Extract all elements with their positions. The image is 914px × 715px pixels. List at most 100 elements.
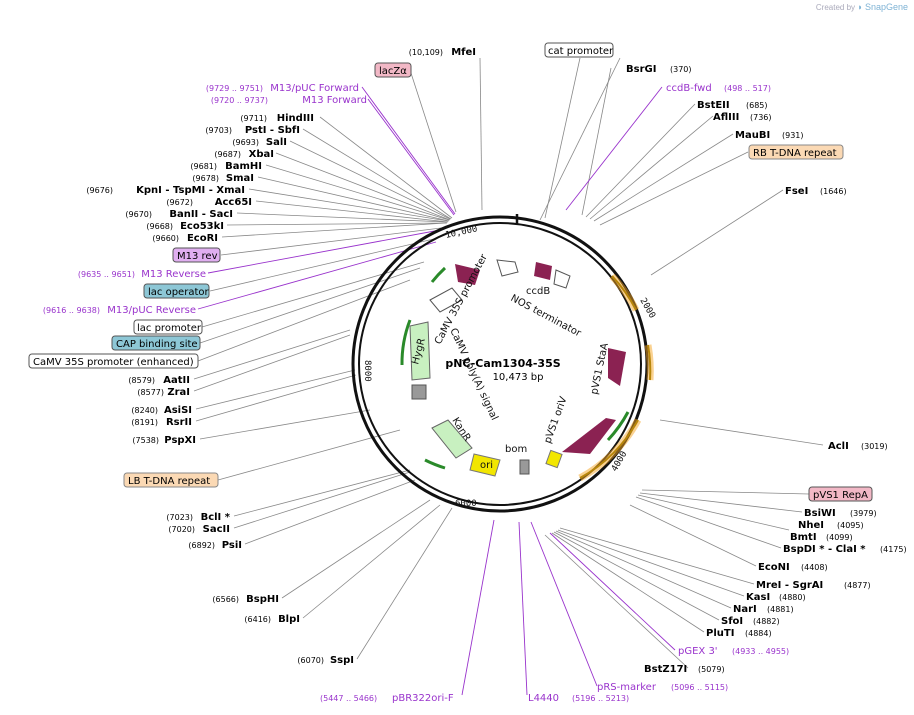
enzyme-sspi[interactable]: (6070)SspI xyxy=(297,655,354,666)
tick-8000: 8000 xyxy=(362,360,372,382)
credit-brand: SnapGene xyxy=(864,2,908,12)
enzyme-pluti-position: (4884) xyxy=(745,629,772,638)
feature-lac-promoter-label: lac promoter xyxy=(137,323,202,334)
enzyme-bsteii[interactable]: BstEII(685) xyxy=(697,100,768,111)
enzyme-mrei-sgrai[interactable]: MreI - SgrAI(4877) xyxy=(756,580,871,591)
enzyme-asisi[interactable]: (8240)AsiSI xyxy=(131,405,192,416)
primer-prs-marker[interactable]: pRS-marker(5096 .. 5115) xyxy=(597,682,728,693)
enzyme-smai[interactable]: (9678)SmaI xyxy=(192,173,254,184)
feature-lacz-alpha-label: lacZα xyxy=(379,66,407,77)
enzyme-asisi-label: AsiSI xyxy=(164,405,192,416)
feature-lacz-alpha[interactable]: lacZα xyxy=(374,62,412,78)
enzyme-pluti[interactable]: PluTI(4884) xyxy=(706,628,772,639)
enzyme-bstz17i-label: BstZ17I xyxy=(644,664,687,675)
enzyme-acc65i-label: Acc65I xyxy=(215,197,252,208)
enzyme-rsrii[interactable]: (8191)RsrII xyxy=(131,417,192,428)
feature-cat-promoter[interactable]: cat promoter xyxy=(544,42,614,58)
enzyme-banii-saci[interactable]: (9670)BanII - SacI xyxy=(125,209,233,220)
feature-m13-rev-box xyxy=(172,247,221,263)
enzyme-kpni-tspmi-xmai[interactable]: (9676)KpnI - TspMI - XmaI xyxy=(86,185,245,196)
enzyme-aatii-label: AatII xyxy=(163,375,190,386)
enzyme-bcli-position: (7023) xyxy=(166,513,193,522)
feature-lb-tdna-repeat-box xyxy=(123,472,219,488)
enzyme-xbai[interactable]: (9687)XbaI xyxy=(214,149,274,160)
boxed-feature-labels: lacZα cat promoter RB T-DNA repeat M13 r… xyxy=(28,42,873,502)
enzyme-acc65i[interactable]: (9672)Acc65I xyxy=(166,197,252,208)
ring-features xyxy=(400,259,654,482)
label-pvs1-oriv: pVS1 oriV xyxy=(542,395,569,445)
enzyme-zrai[interactable]: (8577)ZraI xyxy=(137,387,190,398)
enzyme-fsei-label: FseI xyxy=(785,186,808,197)
enzyme-bspdi-clai[interactable]: BspDI * - ClaI *(4175) xyxy=(783,544,907,555)
enzyme-econi[interactable]: EcoNI(4408) xyxy=(758,562,828,573)
enzyme-sacii[interactable]: (7020)SacII xyxy=(168,524,230,535)
primer-m13-reverse[interactable]: (9635 .. 9651)M13 Reverse xyxy=(78,269,206,280)
primer-pbr322ori-f[interactable]: (5447 .. 5466)pBR322ori-F xyxy=(320,693,454,704)
enzyme-connectors xyxy=(193,57,824,669)
feature-cat-promoter-label: cat promoter xyxy=(548,46,614,57)
enzyme-acli-label: AclI xyxy=(828,441,849,452)
enzyme-fsei[interactable]: FseI(1646) xyxy=(785,186,847,197)
enzyme-bstz17i[interactable]: BstZ17I(5079) xyxy=(644,664,725,675)
enzyme-mrei-sgrai-position: (4877) xyxy=(844,581,871,590)
enzyme-hindiii[interactable]: (9711) HindIII xyxy=(240,113,314,124)
enzyme-kpni-tspmi-xmai-label: KpnI - TspMI - XmaI xyxy=(136,185,245,196)
feature-pvs1-repa[interactable]: pVS1 RepA xyxy=(808,486,873,502)
primer-m13-puc-forward-label: M13/pUC Forward xyxy=(270,83,359,94)
enzyme-bsrgi[interactable]: BsrGI(370) xyxy=(626,64,692,75)
primer-ccdb-fwd[interactable]: ccdB-fwd(498 .. 517) xyxy=(666,83,771,94)
snapgene-logo-icon: ◗ xyxy=(857,2,863,12)
enzyme-maubi[interactable]: MauBI(931) xyxy=(735,130,804,141)
primer-m13-forward-label: M13 Forward xyxy=(302,95,367,106)
label-bom: bom xyxy=(505,444,527,455)
enzyme-bcli[interactable]: (7023)BclI * xyxy=(166,512,230,523)
feature-cap-binding-site[interactable]: CAP binding site xyxy=(111,335,201,351)
feature-rb-tdna-repeat-box xyxy=(748,144,844,160)
primer-m13-forward[interactable]: (9720 .. 9737)M13 Forward xyxy=(211,95,367,106)
enzyme-afliii[interactable]: AflIII(736) xyxy=(713,112,772,123)
enzyme-psti-sbfi[interactable]: (9703)PstI - SbfI xyxy=(205,125,300,136)
enzyme-acli[interactable]: AclI(3019) xyxy=(828,441,888,452)
feature-pvs1-repa-box xyxy=(808,486,873,502)
feature-lb-tdna-repeat[interactable]: LB T-DNA repeat xyxy=(123,472,219,488)
feature-rb-tdna-repeat[interactable]: RB T-DNA repeat xyxy=(748,144,844,160)
enzyme-bamhi-label: BamHI xyxy=(225,161,262,172)
enzyme-mfei[interactable]: (10,109)MfeI xyxy=(409,47,476,58)
enzyme-hindiii-label: HindIII xyxy=(277,113,314,124)
enzyme-psii[interactable]: (6892)PsiI xyxy=(188,540,242,551)
enzyme-sali[interactable]: (9693)SalI xyxy=(232,137,287,148)
enzyme-bsphi-position: (6566) xyxy=(212,595,239,604)
enzyme-sfoi[interactable]: SfoI(4882) xyxy=(721,616,780,627)
ring-features-box xyxy=(519,459,530,475)
enzyme-bamhi[interactable]: (9681)BamHI xyxy=(190,161,262,172)
enzyme-kasi[interactable]: KasI(4880) xyxy=(746,592,806,603)
enzyme-bsphi[interactable]: (6566)BspHI xyxy=(212,594,279,605)
primer-m13-puc-forward[interactable]: (9729 .. 9751)M13/pUC Forward xyxy=(206,83,359,94)
enzyme-kasi-position: (4880) xyxy=(779,593,806,602)
enzyme-hindiii-position: (9711) xyxy=(240,114,267,123)
enzyme-nari[interactable]: NarI(4881) xyxy=(733,604,794,615)
feature-lac-operator[interactable]: lac operator xyxy=(143,283,210,299)
feature-camv-35s-enhanced[interactable]: CaMV 35S promoter (enhanced) xyxy=(28,353,199,369)
ring-features-box xyxy=(545,449,563,469)
primer-pgex-3[interactable]: pGEX 3'(4933 .. 4955) xyxy=(678,646,789,657)
feature-m13-rev[interactable]: M13 rev xyxy=(172,247,221,263)
feature-lac-promoter[interactable]: lac promoter xyxy=(133,319,203,335)
primer-ccdb-fwd-label: ccdB-fwd xyxy=(666,83,712,94)
enzyme-nhei[interactable]: NheI(4095) xyxy=(798,520,864,531)
enzyme-ecori[interactable]: (9660)EcoRI xyxy=(152,233,218,244)
enzyme-rsrii-position: (8191) xyxy=(131,418,158,427)
primer-labels: (9729 .. 9751)M13/pUC Forward (9720 .. 9… xyxy=(43,83,789,704)
enzyme-eco53ki[interactable]: (9668)Eco53kI xyxy=(146,221,224,232)
enzyme-aatii[interactable]: (8579)AatII xyxy=(128,375,190,386)
enzyme-pspxi[interactable]: (7538)PspXI xyxy=(132,435,196,446)
primer-m13-puc-reverse[interactable]: (9616 .. 9638)M13/pUC Reverse xyxy=(43,305,196,316)
enzyme-ecori-label: EcoRI xyxy=(187,233,218,244)
enzyme-bspdi-clai-label: BspDI * - ClaI * xyxy=(783,544,866,555)
primer-l4440[interactable]: L4440(5196 .. 5213) xyxy=(528,693,629,704)
enzyme-bsiwi[interactable]: BsiWI(3979) xyxy=(804,508,877,519)
enzyme-blpi[interactable]: (6416)BlpI xyxy=(244,614,300,625)
primer-m13-puc-reverse-label: M13/pUC Reverse xyxy=(107,305,196,316)
enzyme-bmti[interactable]: BmtI(4099) xyxy=(790,532,853,543)
enzyme-banii-saci-position: (9670) xyxy=(125,210,152,219)
